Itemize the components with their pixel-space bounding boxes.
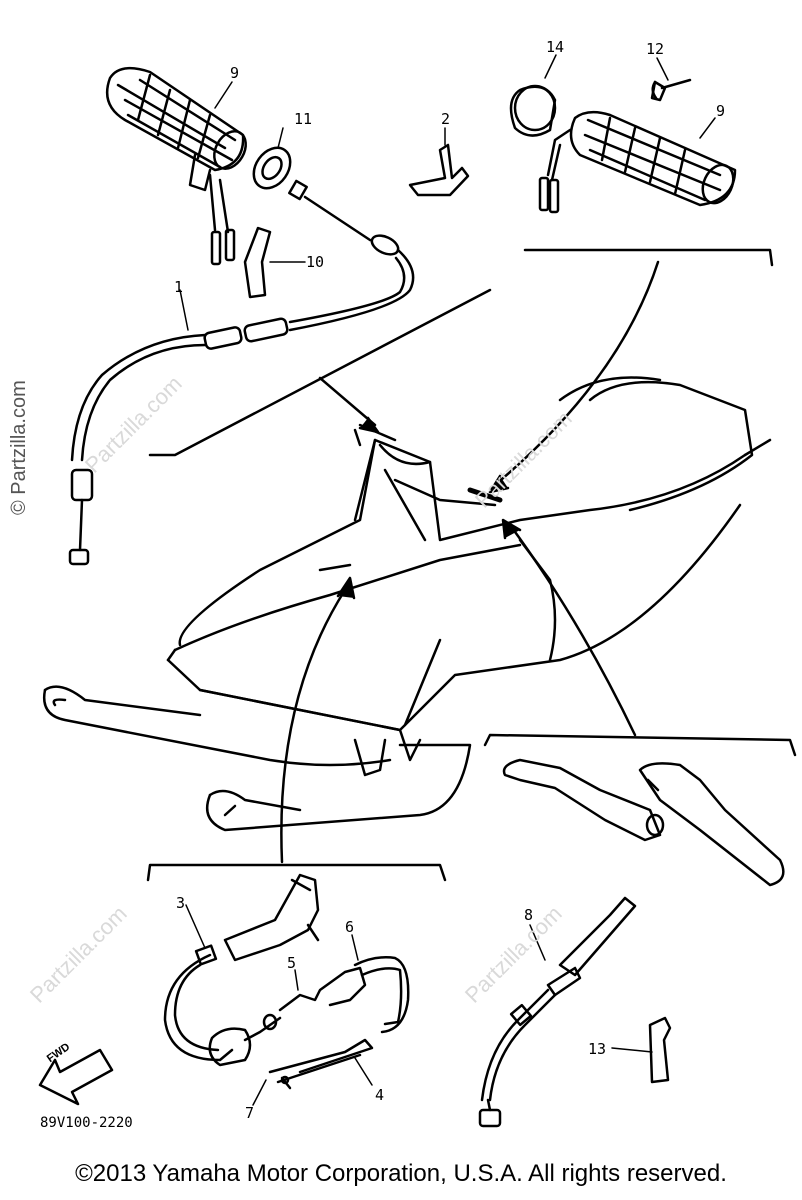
callout-5: 5 xyxy=(287,954,297,972)
switch-assembly-parts xyxy=(163,873,410,1090)
copyright-notice: ©2013 Yamaha Motor Corporation, U.S.A. A… xyxy=(75,1160,727,1187)
brake-lever-part xyxy=(502,758,785,887)
skis xyxy=(42,685,472,832)
callout-8: 8 xyxy=(524,906,534,924)
clip-part-10 xyxy=(243,226,272,299)
fwd-arrow-icon xyxy=(38,1048,114,1106)
throttle-cable-part-1 xyxy=(68,179,415,566)
callout-7: 7 xyxy=(245,1104,255,1122)
ring-part-11 xyxy=(252,146,292,190)
callout-9-left: 9 xyxy=(230,64,240,82)
callout-14: 14 xyxy=(546,38,565,56)
clip-part-2 xyxy=(408,143,470,197)
bracket-right xyxy=(483,733,797,757)
callout-12: 12 xyxy=(646,40,665,58)
diagram-code: 89V100-2220 xyxy=(40,1115,133,1131)
watermark-side: © Partzilla.com xyxy=(8,380,30,515)
callout-6: 6 xyxy=(345,918,355,936)
callout-9-right: 9 xyxy=(716,102,726,120)
bracket-top-right xyxy=(523,248,774,267)
callout-3: 3 xyxy=(176,894,186,912)
callout-13: 13 xyxy=(588,1040,607,1058)
callout-1: 1 xyxy=(174,278,184,296)
left-grip-part xyxy=(105,66,247,266)
callout-4: 4 xyxy=(375,1086,385,1104)
callout-11: 11 xyxy=(294,110,313,128)
snowmobile-body xyxy=(166,376,772,762)
clip-part-13 xyxy=(648,1016,672,1084)
callout-2: 2 xyxy=(441,110,451,128)
bracket-bottom-left xyxy=(146,863,447,882)
callout-10: 10 xyxy=(306,253,325,271)
cable-part-8 xyxy=(478,896,637,1128)
right-grip-part xyxy=(509,78,737,214)
bracket-top-left xyxy=(148,288,492,457)
